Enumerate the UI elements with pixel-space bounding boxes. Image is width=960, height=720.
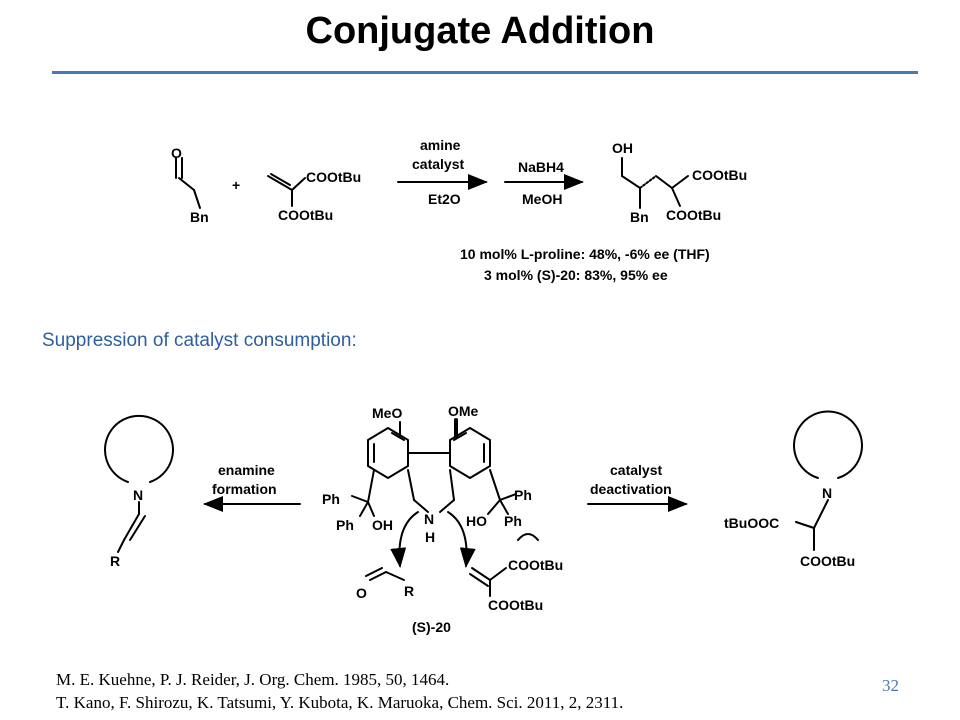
slide-title: Conjugate Addition [305, 10, 655, 52]
deactivation-arrow-line2: deactivation [590, 481, 672, 497]
catalyst-ph-label: Ph [514, 487, 532, 503]
arrow2-solvent: MeOH [522, 191, 562, 207]
section-subheading: Suppression of catalyst consumption: [42, 330, 357, 351]
catalyst-structure [351, 418, 517, 568]
catalyst-oh-label: OH [372, 517, 393, 533]
catalyst-h-label: H [425, 529, 435, 545]
references: M. E. Kuehne, P. J. Reider, J. Org. Chem… [56, 668, 623, 714]
title-divider [52, 71, 918, 74]
catalyst-ome-label: OMe [448, 403, 479, 419]
product-oh-label: OH [612, 140, 633, 156]
catalyst-n-label: N [424, 511, 434, 527]
aldehyde-o-label: O [356, 585, 367, 601]
aldehyde-bn-label: Bn [190, 209, 209, 225]
product-ester-top: COOtBu [692, 167, 747, 183]
enamine-r-label: R [110, 553, 120, 569]
catalyst-ho-label: HO [466, 513, 487, 529]
arrow1-label-line1: amine [420, 137, 461, 153]
acrylate-ester-bottom: COOtBu [278, 207, 333, 223]
reaction-scheme: O Bn + COOtBu COOtBu amine catalyst Et2O… [104, 137, 863, 635]
result-line-1: 10 mol% L-proline: 48%, -6% ee (THF) [460, 246, 710, 262]
adduct-ester-left-label: tBuOOC [724, 515, 779, 531]
catalyst-meo-label: MeO [372, 405, 402, 421]
deactivation-arrow-line1: catalyst [610, 462, 662, 478]
enamine-n-label: N [133, 487, 143, 503]
catalyst-ph-label: Ph [504, 513, 522, 529]
acrylate-ester-top: COOtBu [306, 169, 361, 185]
adduct-n-label: N [822, 485, 832, 501]
acrylate-substrate [469, 533, 539, 597]
acrylate-ester-bottom-label: COOtBu [488, 597, 543, 613]
aldehyde-r-label: R [404, 583, 414, 599]
product-ester-bottom: COOtBu [666, 207, 721, 223]
arrow1-solvent: Et2O [428, 191, 461, 207]
catalyst-ph-label: Ph [322, 491, 340, 507]
page-number: 32 [882, 676, 899, 695]
acrylate-ester-top-label: COOtBu [508, 557, 563, 573]
catalyst-ph-label: Ph [336, 517, 354, 533]
plus-sign: + [232, 177, 240, 193]
product-bn-label: Bn [630, 209, 649, 225]
arrow2-reagent: NaBH4 [518, 159, 564, 175]
deactivated-adduct-structure [793, 410, 863, 551]
product-structure [621, 157, 689, 209]
acrylate-structure [267, 173, 306, 207]
enamine-structure [104, 414, 174, 553]
arrow1-label-line2: catalyst [412, 156, 464, 172]
result-line-2: 3 mol% (S)-20: 83%, 95% ee [484, 267, 668, 283]
reference-2: T. Kano, F. Shirozu, K. Tatsumi, Y. Kubo… [56, 693, 624, 712]
enamine-arrow-line1: enamine [218, 462, 275, 478]
aldehyde-substrate [365, 567, 405, 581]
catalyst-compound-label: (S)-20 [412, 619, 451, 635]
reference-1: M. E. Kuehne, P. J. Reider, J. Org. Chem… [56, 670, 450, 689]
adduct-ester-bottom-label: COOtBu [800, 553, 855, 569]
aldehyde-oxygen-label: O [171, 145, 182, 161]
aldehyde-structure [175, 157, 201, 209]
enamine-arrow-line2: formation [212, 481, 277, 497]
